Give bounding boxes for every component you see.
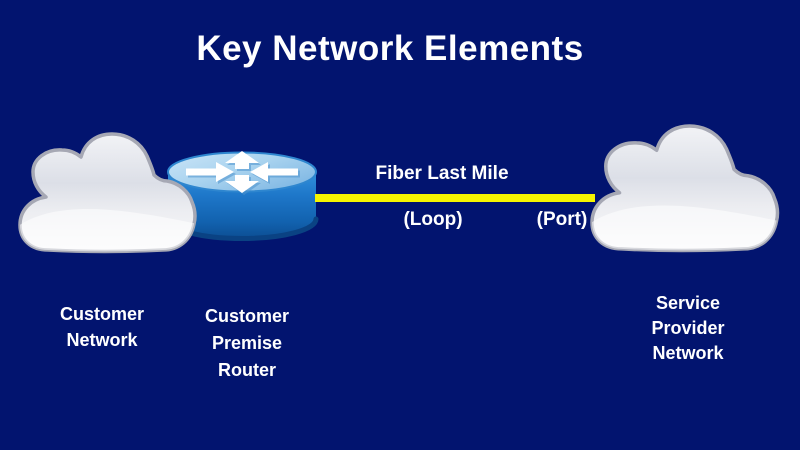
fiber-link-label: Fiber Last Mile [375,163,509,184]
service-provider-network-label: Service Provider Network [608,291,768,366]
customer-premise-router-label: Customer Premise Router [167,303,327,384]
port-end-label: (Port) [536,209,588,230]
customer-network-label: Customer Network [22,301,182,353]
label-line: Premise [211,333,283,353]
page-title: Key Network Elements [196,29,584,68]
arrow-down-icon [225,175,259,193]
label-line: Provider [651,318,725,338]
loop-end-label: (Loop) [403,209,463,230]
router-arrows [186,151,298,193]
label-line: Router [218,360,276,380]
label-line: Customer [204,306,289,326]
arrow-inward-left-icon [186,162,234,182]
label-line: Customer [59,304,144,324]
cloud-icon [590,124,780,253]
router-icon [165,151,319,241]
label-line: Service [655,293,721,313]
arrow-inward-right-icon [250,162,298,182]
fiber-line [315,194,595,202]
arrow-up-icon [225,151,259,169]
cloud-icon [18,132,197,254]
label-line: Network [652,343,724,363]
label-line: Network [66,330,138,350]
